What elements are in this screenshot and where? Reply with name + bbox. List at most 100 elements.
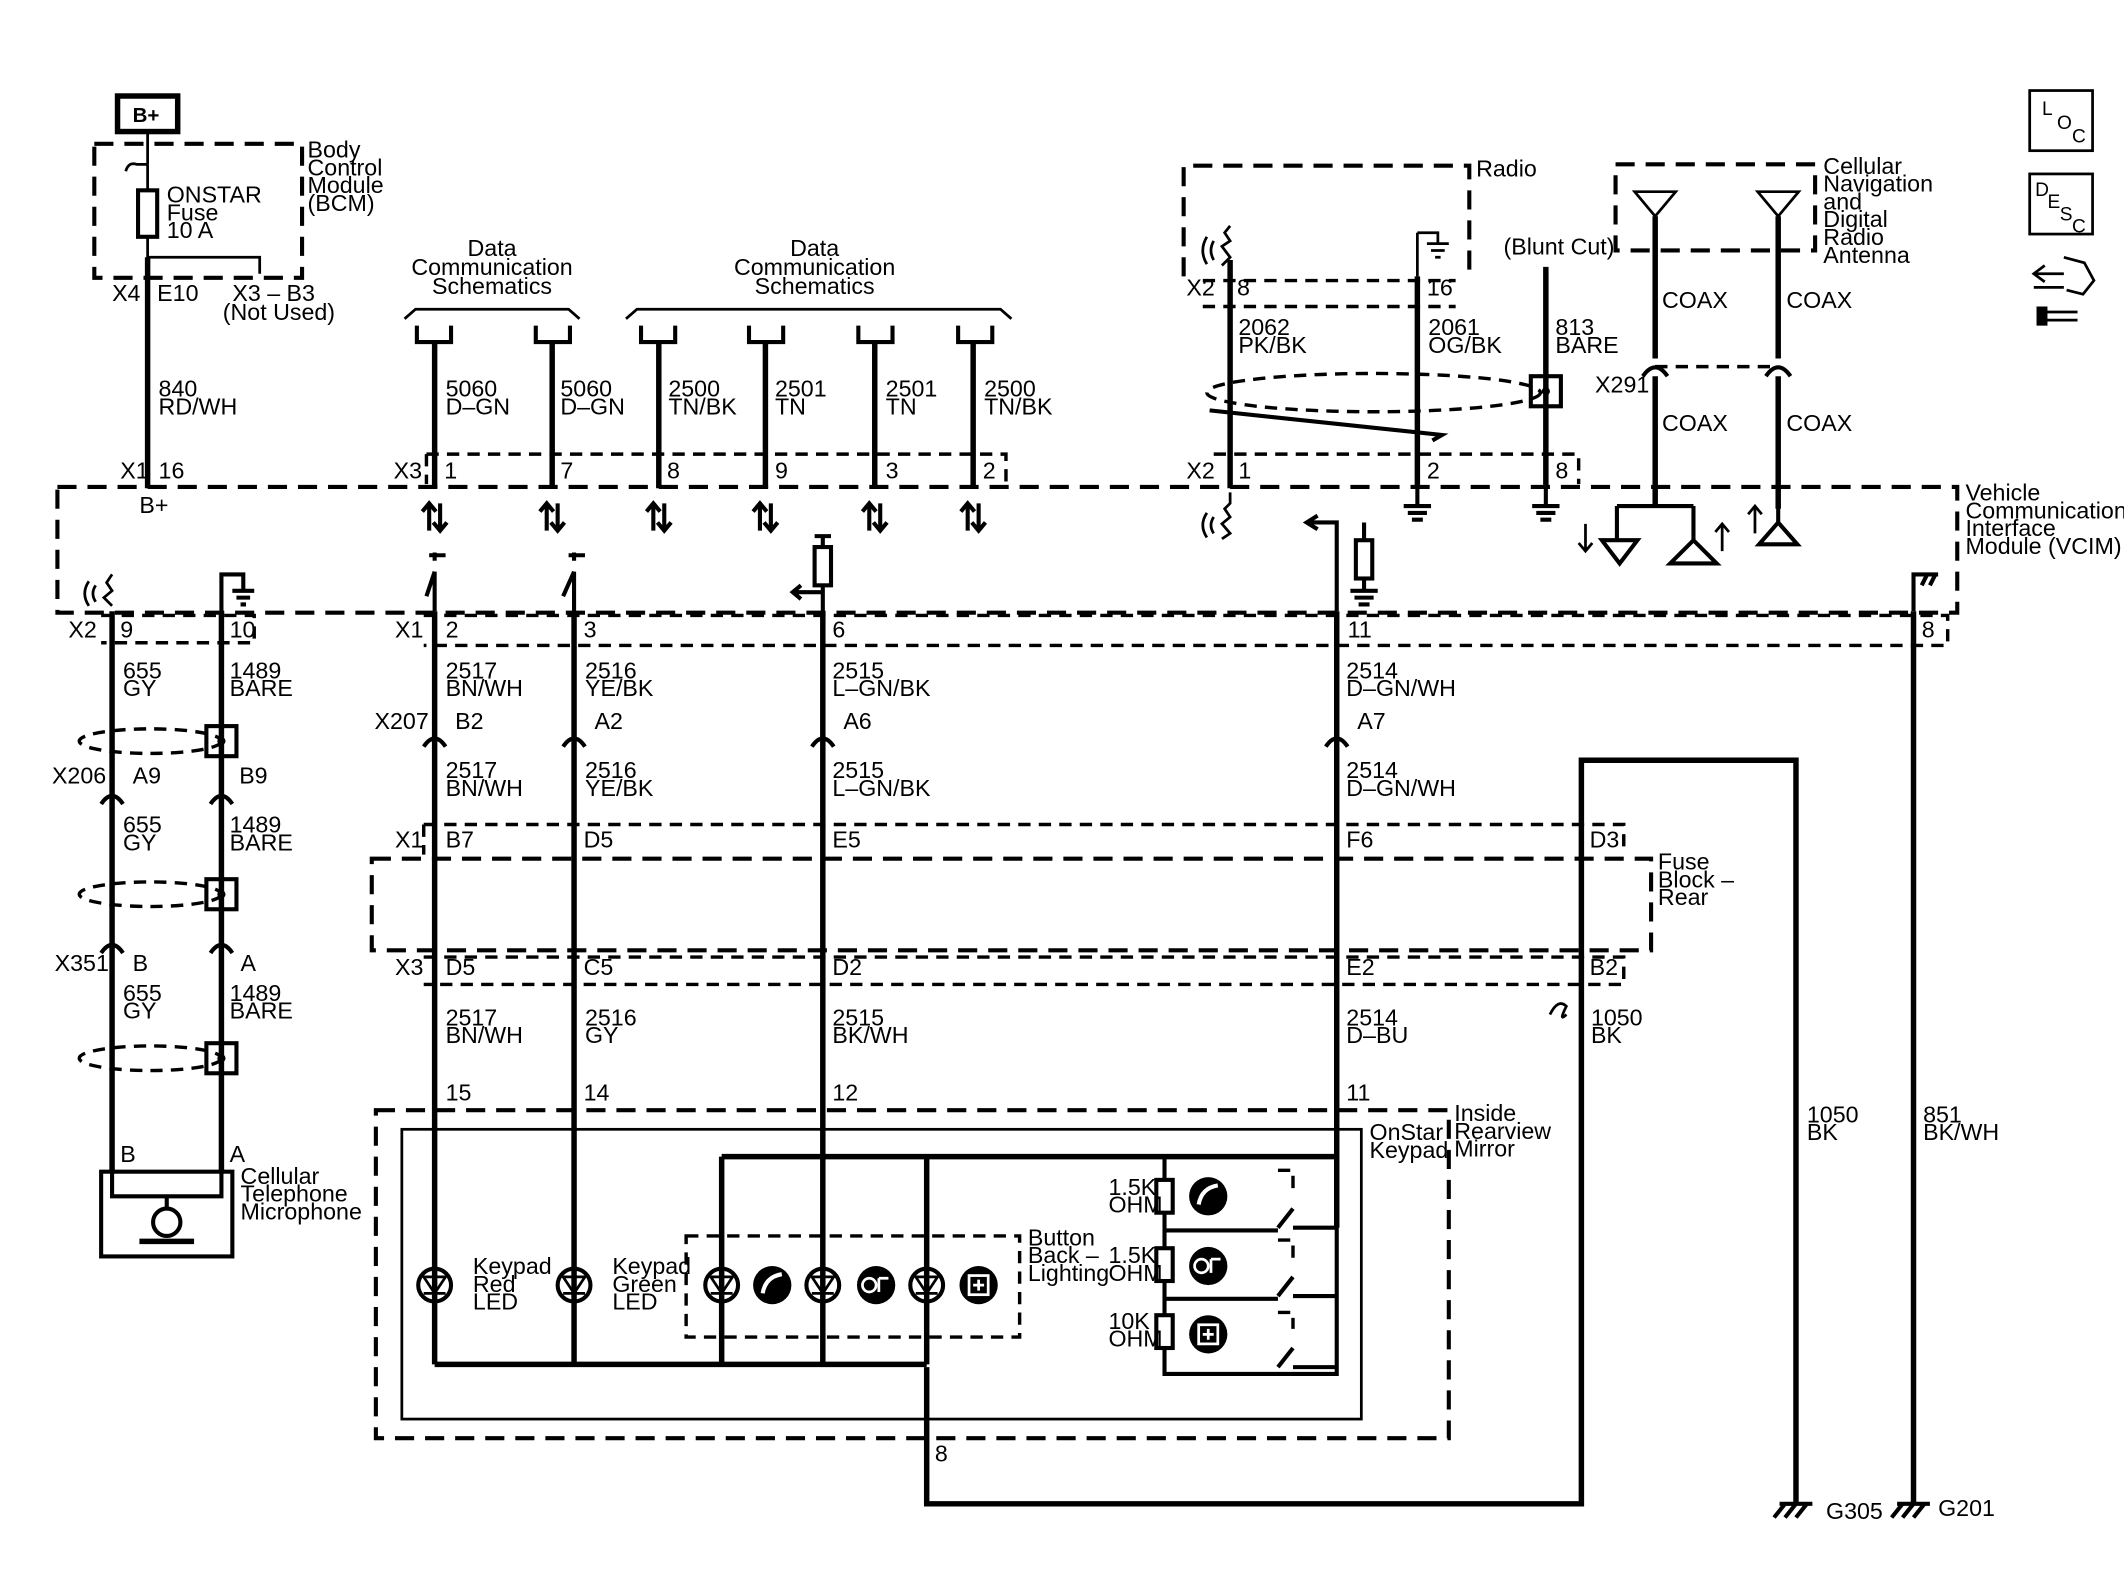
vcim-module: Vehicle Communication Interface Module (… (55, 480, 2124, 615)
ground-g305: G305 (1772, 1498, 1883, 1524)
location-icon[interactable]: L O C (2028, 89, 2094, 153)
inside-rearview-mirror: Inside Rearview Mirror OnStar Keypad (373, 1100, 1551, 1441)
radio-module: Radio (1181, 156, 1537, 277)
svg-text:655: 655 (123, 812, 162, 838)
onstar-button-icon (856, 1265, 896, 1305)
antenna-module: Cellular Navigation and Digital Radio An… (1613, 153, 1933, 268)
svg-text:BN/WH: BN/WH (446, 775, 523, 801)
svg-text:840: 840 (159, 376, 198, 402)
svg-text:E5: E5 (832, 827, 860, 853)
svg-text:Schematics: Schematics (432, 273, 552, 299)
svg-text:B: B (133, 950, 149, 976)
svg-text:S: S (2060, 204, 2073, 225)
coax-upper (1652, 216, 1781, 359)
svg-text:Control: Control (308, 154, 383, 180)
svg-text:Module: Module (308, 172, 384, 198)
svg-text:COAX: COAX (1786, 287, 1852, 313)
svg-text:16: 16 (1427, 275, 1453, 301)
svg-text:LED: LED (473, 1289, 518, 1315)
svg-text:Communication: Communication (411, 254, 572, 280)
svg-text:Red: Red (473, 1271, 516, 1297)
svg-text:655: 655 (123, 657, 162, 683)
svg-text:14: 14 (584, 1080, 610, 1106)
svg-text:1.5K: 1.5K (1108, 1242, 1156, 1268)
svg-text:813: 813 (1555, 314, 1594, 340)
svg-text:BARE: BARE (230, 675, 293, 701)
svg-text:D5: D5 (584, 827, 614, 853)
svg-text:2517: 2517 (446, 757, 498, 783)
svg-text:851: 851 (1923, 1101, 1962, 1127)
svg-text:655: 655 (123, 980, 162, 1006)
svg-text:ONSTAR: ONSTAR (167, 182, 262, 208)
svg-text:Fuse: Fuse (1658, 849, 1710, 875)
svg-text:X1: X1 (120, 458, 148, 484)
svg-text:Keypad: Keypad (612, 1253, 691, 1279)
svg-text:D–GN: D–GN (446, 393, 511, 419)
svg-text:2: 2 (1427, 458, 1440, 484)
svg-text:C5: C5 (584, 954, 614, 980)
svg-text:12: 12 (832, 1080, 858, 1106)
svg-text:C: C (2072, 217, 2086, 238)
svg-text:X2: X2 (68, 616, 96, 642)
svg-text:YE/BK: YE/BK (585, 675, 654, 701)
svg-text:Radio: Radio (1476, 156, 1537, 182)
svg-text:5060: 5060 (560, 376, 612, 402)
svg-text:BARE: BARE (230, 998, 293, 1024)
svg-text:Communication: Communication (1965, 497, 2124, 523)
svg-text:BN/WH: BN/WH (446, 1022, 523, 1048)
svg-text:LED: LED (612, 1289, 657, 1315)
svg-text:B+: B+ (139, 492, 168, 518)
svg-text:GY: GY (123, 998, 157, 1024)
svg-text:8: 8 (1237, 275, 1250, 301)
svg-text:TN/BK: TN/BK (984, 393, 1053, 419)
connector-icon[interactable] (2031, 255, 2096, 326)
svg-text:X207: X207 (375, 708, 429, 734)
svg-text:2061: 2061 (1428, 314, 1480, 340)
svg-text:2515: 2515 (832, 657, 884, 683)
svg-text:and: and (1823, 188, 1862, 214)
svg-text:Radio: Radio (1823, 224, 1884, 250)
svg-text:1: 1 (1238, 458, 1251, 484)
svg-text:16: 16 (159, 458, 185, 484)
svg-text:G201: G201 (1938, 1495, 1995, 1521)
svg-text:8: 8 (1555, 458, 1568, 484)
wire-1050 (923, 757, 1799, 1507)
power-source: B+ (114, 93, 181, 135)
svg-text:15: 15 (446, 1080, 472, 1106)
svg-text:L: L (2042, 99, 2053, 120)
svg-text:8: 8 (667, 458, 680, 484)
svg-text:A2: A2 (595, 708, 623, 734)
keypad-switches (1154, 1156, 1339, 1377)
svg-text:O: O (2057, 113, 2072, 134)
svg-text:B7: B7 (446, 827, 474, 853)
description-icon[interactable]: D E S C (2028, 172, 2094, 238)
svg-text:D–BU: D–BU (1346, 1022, 1408, 1048)
svg-text:Body: Body (308, 137, 361, 163)
coax-internal (1597, 504, 1802, 567)
pin-x3-b3: X3 – B3 (232, 280, 315, 306)
svg-text:Navigation: Navigation (1823, 171, 1933, 197)
shield-drain (1205, 371, 1563, 443)
svg-text:D–GN/WH: D–GN/WH (1346, 775, 1456, 801)
svg-text:Green: Green (612, 1271, 677, 1297)
svg-text:A9: A9 (133, 763, 161, 789)
svg-text:COAX: COAX (1662, 410, 1728, 436)
pin-x4: X4 (112, 280, 140, 306)
svg-text:11: 11 (1348, 616, 1372, 642)
svg-text:6: 6 (832, 616, 845, 642)
svg-text:1050: 1050 (1591, 1004, 1643, 1030)
svg-text:BK/WH: BK/WH (1923, 1119, 1999, 1145)
emergency-key-icon (1189, 1315, 1228, 1354)
svg-text:2500: 2500 (668, 376, 720, 402)
svg-text:D2: D2 (832, 954, 862, 980)
svg-text:2516: 2516 (585, 1004, 637, 1030)
svg-text:Vehicle: Vehicle (1965, 480, 2040, 506)
svg-text:11: 11 (1346, 1080, 1370, 1106)
svg-text:1050: 1050 (1807, 1101, 1859, 1127)
svg-text:BARE: BARE (1555, 332, 1618, 358)
svg-text:X206: X206 (52, 763, 106, 789)
svg-text:Rear: Rear (1658, 884, 1709, 910)
svg-text:Inside: Inside (1454, 1100, 1516, 1126)
svg-text:B2: B2 (455, 708, 483, 734)
data-comm-stubs (414, 325, 995, 345)
